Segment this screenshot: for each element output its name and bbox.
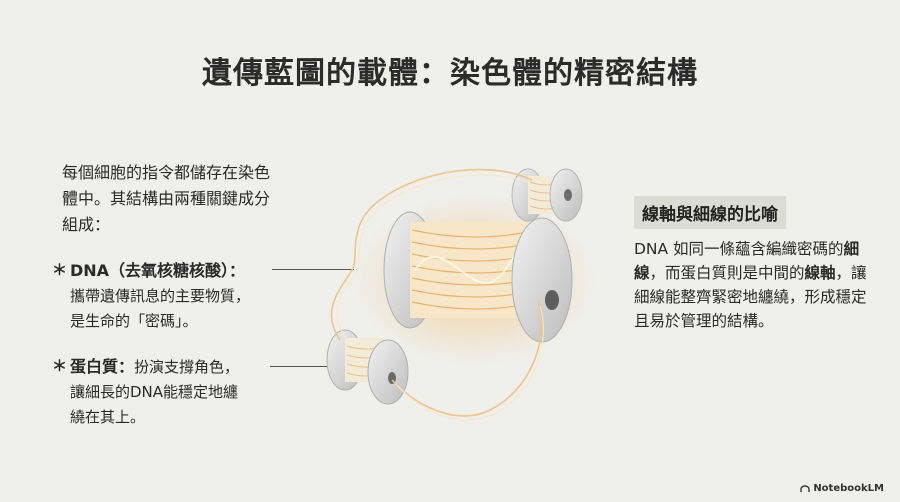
analogy-bold-spool: 線軸: [804, 264, 836, 282]
bullet-protein-heading: 蛋白質：: [70, 357, 135, 376]
bullet-marker: ＊: [52, 261, 68, 279]
bullet-marker: ＊: [52, 357, 68, 375]
analogy-text-3: ，讓細線能整齊緊密地纏繞，形成穩定且易於管理的結構。: [634, 264, 867, 330]
bullet-protein-line1: 扮演支撐角色，: [134, 358, 240, 376]
analogy-title: 線軸與細線的比喻: [634, 196, 786, 229]
brand-watermark: NotebookLM: [800, 483, 884, 494]
analogy-text-1: DNA 如同一條蘊含編織密碼的: [634, 240, 844, 258]
analogy-body: DNA 如同一條蘊含編織密碼的細線，而蛋白質則是中間的線軸，讓細線能整齊緊密地纏…: [634, 237, 874, 333]
small-spool-top: [511, 168, 583, 222]
bullet-protein-line3: 繞在其上。: [70, 408, 146, 426]
leader-line-dna: [272, 269, 354, 270]
brand-label: NotebookLM: [813, 483, 884, 494]
analogy-bold-thread: 細線: [634, 240, 860, 282]
page-title: 遺傳藍圖的載體：染色體的精密結構: [202, 56, 698, 91]
bullet-dna-line2: 是生命的「密碼」。: [70, 312, 198, 330]
spool-illustration: [326, 168, 595, 420]
intro-text: 每個細胞的指令都儲存在染色體中。其結構由兩種關鍵成分組成：: [62, 163, 271, 234]
bullet-dna-line1: 攜帶遺傳訊息的主要物質，: [70, 287, 251, 305]
analogy-text-2: ，而蛋白質則是中間的: [649, 264, 805, 282]
leader-line-protein: [270, 366, 346, 367]
notebooklm-logo-icon: [800, 484, 811, 492]
bullet-dna-heading: DNA（去氧核糖核酸）：: [70, 261, 246, 280]
large-spool: [383, 211, 573, 343]
small-spool-bottom: [326, 329, 409, 405]
bullet-dna: ＊ DNA（去氧核糖核酸）： 攜帶遺傳訊息的主要物質， 是生命的「密碼」。: [52, 258, 282, 334]
bullet-protein: ＊ 蛋白質：扮演支撐角色， 讓細長的DNA能穩定地纏 繞在其上。: [52, 354, 282, 430]
bullet-protein-line2: 讓細長的DNA能穩定地纏: [70, 383, 239, 401]
dna-thread: [330, 168, 544, 420]
analogy-panel: 線軸與細線的比喻 DNA 如同一條蘊含編織密碼的細線，而蛋白質則是中間的線軸，讓…: [634, 196, 874, 333]
